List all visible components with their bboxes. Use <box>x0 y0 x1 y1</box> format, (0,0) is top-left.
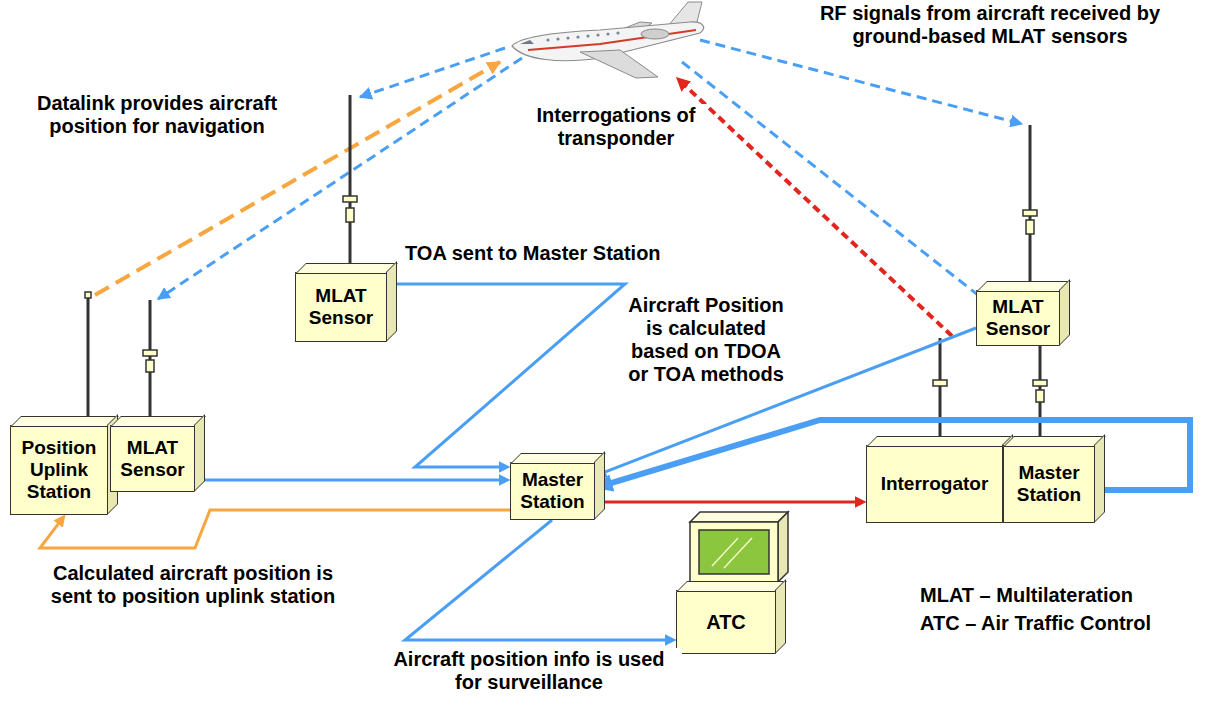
antenna-symbols-part <box>1029 125 1032 281</box>
interrogator-box: Interrogator <box>866 445 1003 523</box>
aircraft-illustration-part <box>641 29 669 39</box>
rf-signal-lines-part <box>700 40 1022 124</box>
aircraft-illustration-part <box>520 40 534 44</box>
node-text: Position Uplink Station <box>14 437 104 503</box>
aircraft-illustration-part-part <box>606 32 609 35</box>
annotation-label: MLAT – Multilateration <box>918 584 1188 607</box>
node-text: ATC <box>706 611 746 634</box>
annotation-label: ATC – Air Traffic Control <box>918 612 1200 635</box>
monitor-illustration-part <box>690 522 778 582</box>
antenna-symbols-part <box>1023 210 1037 216</box>
antenna-symbols-part <box>343 196 357 202</box>
node-text: Interrogator <box>881 473 989 495</box>
aircraft-illustration-part-part <box>596 33 599 36</box>
mlat-sensor-box: MLAT Sensor <box>295 272 387 342</box>
node-text: MLAT Sensor <box>299 285 383 329</box>
antenna-symbols-part <box>146 360 154 372</box>
antenna-symbols-part <box>1036 390 1044 402</box>
uplink-station-box: Position Uplink Station <box>10 425 108 515</box>
rf-signal-lines <box>95 40 1030 336</box>
annotation-label: Datalink provides aircraft position for … <box>22 92 292 138</box>
monitor-illustration-part <box>724 538 752 568</box>
monitor-illustration-part <box>690 512 788 522</box>
aircraft-illustration-part-part <box>556 37 559 40</box>
atc-box: ATC <box>676 590 776 654</box>
monitor-illustration <box>690 512 788 582</box>
aircraft-illustration-part-part <box>586 34 589 37</box>
master-station-box: Master Station <box>510 462 595 520</box>
annotation-label: Interrogations of transponder <box>525 104 707 150</box>
antenna-symbols-part <box>1033 380 1047 386</box>
antenna-symbols-part <box>349 95 352 263</box>
aircraft-illustration-part <box>546 31 619 41</box>
antenna-symbols <box>85 95 1047 436</box>
monitor-illustration-part <box>699 530 769 574</box>
signal-connector <box>195 479 501 482</box>
aircraft-illustration-part-part <box>546 38 549 41</box>
antenna-symbols-part <box>143 350 157 356</box>
signal-connector <box>387 284 625 467</box>
node-text: Master Station <box>1007 462 1091 506</box>
aircraft-illustration-part-part <box>616 31 619 34</box>
mlat-sensor-box: MLAT Sensor <box>110 425 195 492</box>
aircraft-illustration-part <box>580 50 658 78</box>
monitor-illustration-part <box>712 538 738 566</box>
antenna-symbols-part <box>85 292 91 298</box>
node-text: MLAT Sensor <box>980 296 1056 340</box>
antenna-symbols-part <box>933 380 947 386</box>
antenna-symbols-part <box>149 300 152 416</box>
node-text: Master Station <box>514 469 591 513</box>
annotation-label: Calculated aircraft position is sent to … <box>40 562 346 608</box>
signal-connector <box>40 510 510 548</box>
aircraft-illustration-part <box>528 30 696 50</box>
antenna-symbols-part <box>87 295 90 416</box>
aircraft-illustration-part-part <box>566 36 569 39</box>
node-text: MLAT Sensor <box>114 437 191 481</box>
aircraft-illustration <box>512 2 704 78</box>
signal-connector <box>405 520 667 640</box>
annotation-label: Aircraft Position is calculated based on… <box>620 294 792 386</box>
mlat-sensor-box: MLAT Sensor <box>976 290 1060 346</box>
antenna-symbols-part <box>346 208 354 222</box>
aircraft-illustration-part-part <box>576 35 579 38</box>
antenna-symbols-part <box>1026 220 1034 234</box>
annotation-label: Aircraft position info is used for surve… <box>376 648 682 694</box>
annotation-label: TOA sent to Master Station <box>403 242 673 265</box>
signal-connector <box>595 501 857 504</box>
master-station-box: Master Station <box>1003 445 1095 523</box>
monitor-illustration-part <box>778 512 788 582</box>
annotation-label: RF signals from aircraft received by gro… <box>790 2 1190 48</box>
